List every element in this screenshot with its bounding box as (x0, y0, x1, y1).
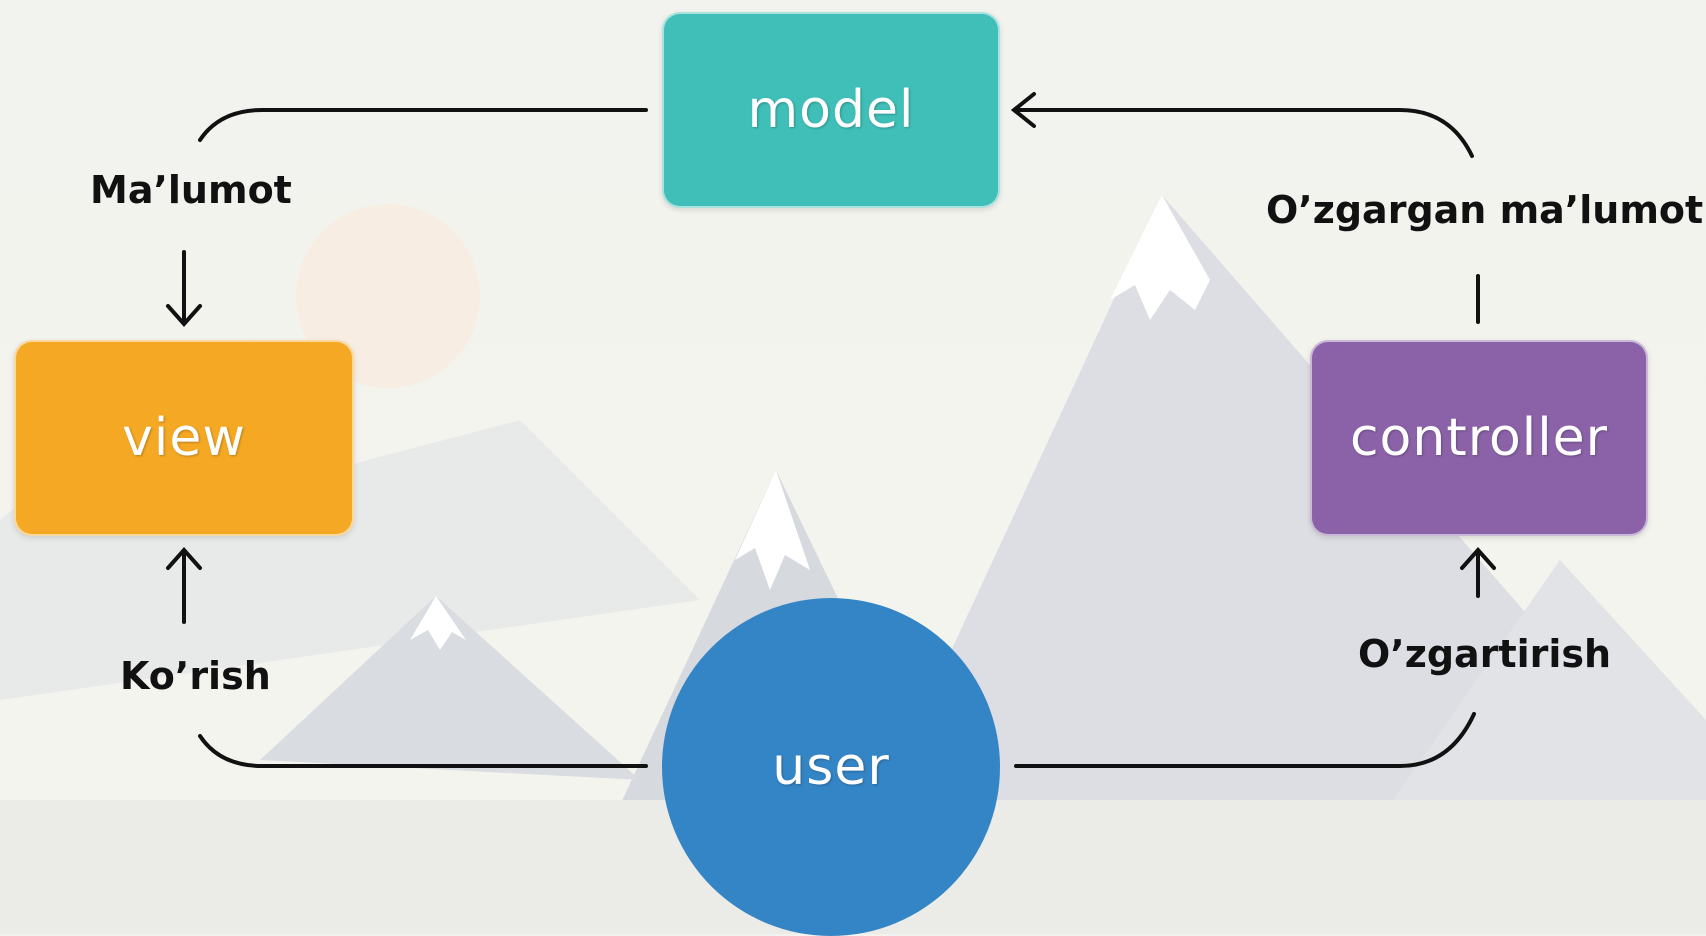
mountain-small (260, 596, 640, 780)
mountain-small-snow (410, 596, 466, 650)
mountain-middle-snow (735, 470, 810, 590)
user-node: user (662, 598, 1000, 936)
connectors (166, 92, 1496, 768)
controller-node: controller (1310, 340, 1648, 536)
label-ozgargan-malumot: O’zgargan ma’lumot (1266, 188, 1704, 232)
mountain-main-snow (1110, 195, 1210, 320)
line-controller-to-model (1014, 108, 1474, 158)
arrowhead-to-model (1010, 92, 1036, 128)
arrowhead-malumot (166, 304, 202, 328)
label-korish: Ko’rish (120, 654, 271, 698)
line-user-to-view (198, 734, 648, 768)
view-node: view (14, 340, 354, 536)
line-user-to-controller (1014, 712, 1476, 768)
arrowhead-ozgartirish (1460, 546, 1496, 570)
label-ozgartirish: O’zgartirish (1358, 632, 1612, 676)
arrowhead-korish (166, 546, 202, 570)
label-malumot: Ma’lumot (90, 168, 292, 212)
model-node: model (662, 12, 1000, 208)
line-model-to-view (198, 108, 648, 142)
